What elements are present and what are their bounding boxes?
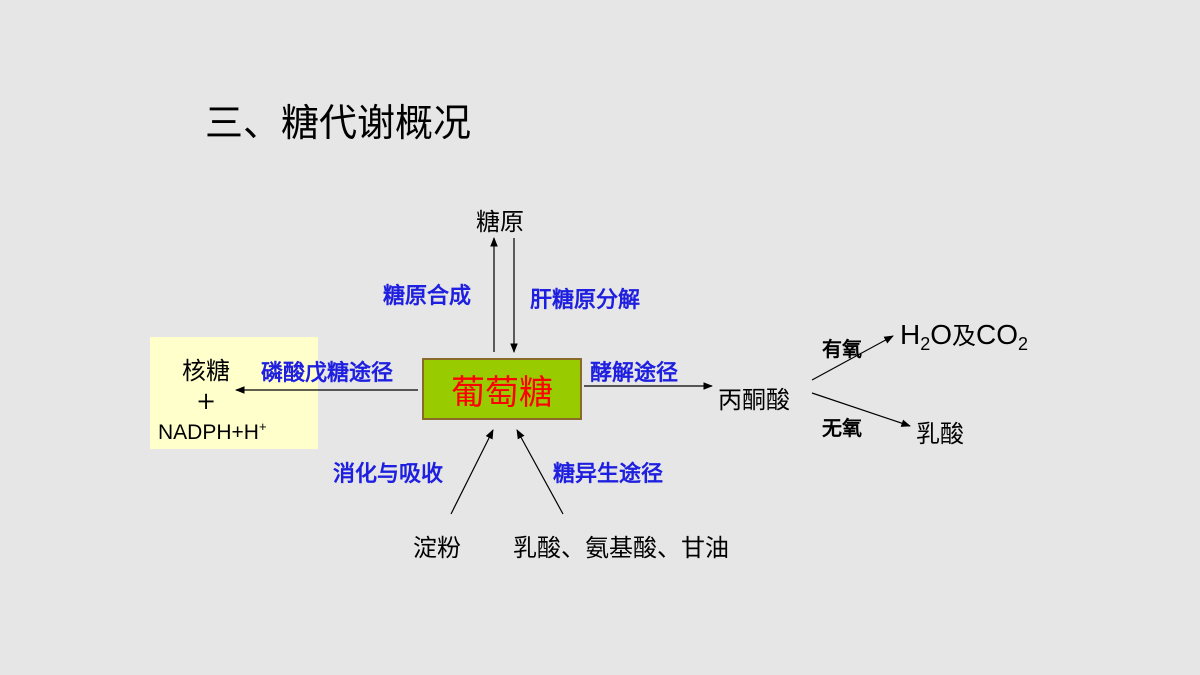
page-title: 三、糖代谢概况	[205, 101, 472, 145]
digestion-label: 消化与吸收	[333, 462, 444, 487]
precursors-node: 乳酸、氨基酸、甘油	[513, 534, 729, 562]
arrow-pyruvate-to-h2o	[811, 335, 894, 381]
glycogen-node: 糖原	[476, 208, 524, 236]
gluconeogenesis-label: 糖异生途径	[553, 462, 664, 487]
ribose-node: 核糖	[182, 357, 230, 385]
glycogenolysis-label: 肝糖原分解	[530, 288, 641, 313]
lactate-node: 乳酸	[916, 420, 964, 448]
glycolysis-label: 酵解途径	[590, 361, 679, 386]
glycogenesis-label: 糖原合成	[383, 284, 472, 309]
pyruvate-node: 丙酮酸	[718, 386, 790, 414]
arrow-pyruvate-to-lactate	[811, 392, 911, 427]
arrow-precursors-to-glucose	[516, 429, 564, 515]
nadph-node: NADPH+H+	[158, 419, 267, 444]
glucose-label: 葡萄糖	[451, 372, 553, 413]
arrow-starch-to-glucose	[450, 429, 494, 515]
h2o-co2-node: H2O及CO2	[900, 319, 1029, 354]
anaerobic-label: 无氧	[822, 416, 862, 440]
ribose-box: 核糖 + NADPH+H+	[150, 337, 318, 449]
plus-sign: +	[195, 387, 217, 415]
ppp-label: 磷酸戊糖途径	[261, 361, 394, 386]
glucose-node: 葡萄糖	[422, 358, 582, 420]
starch-node: 淀粉	[413, 534, 461, 562]
